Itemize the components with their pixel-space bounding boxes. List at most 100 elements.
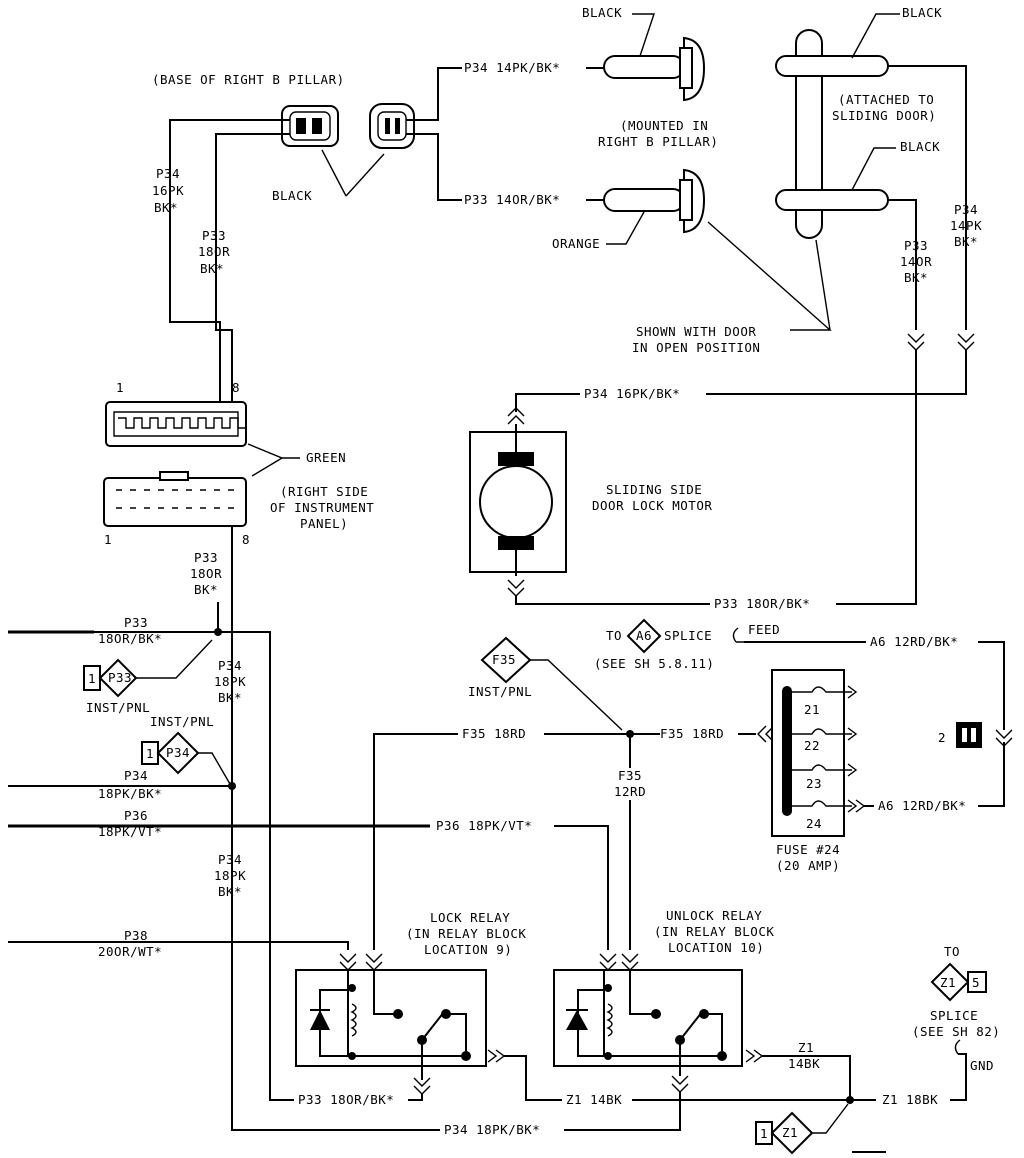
label-z1-mid-wire: Z1 14BK <box>566 1092 622 1107</box>
inline-connector-a6 <box>995 729 1013 747</box>
label-p36-left-b: 18PK/VT* <box>98 824 162 839</box>
label-conn-p34: P34 <box>166 745 190 760</box>
label-p33-left-wire-b: 18OR/BK* <box>98 631 162 646</box>
label-mounted-1: (MOUNTED IN <box>620 118 708 133</box>
leader-orange-pin <box>606 211 645 245</box>
label-p34-right-c: BK* <box>954 234 978 249</box>
connector-2-pin-block <box>956 722 982 748</box>
label-motor-2: DOOR LOCK MOTOR <box>592 498 712 513</box>
wire-p34-right <box>888 65 967 330</box>
label-p36-wire: P36 18PK/VT* <box>436 818 532 833</box>
label-pin8-top: 8 <box>232 380 240 395</box>
label-splice-z1-2: (SEE SH 82) <box>912 1024 1000 1039</box>
wire-f35-18rd <box>373 733 756 950</box>
inline-connector-lock-f35 <box>365 953 383 971</box>
label-f35-diamond: F35 <box>492 652 516 667</box>
label-conn-p33: P33 <box>108 670 132 685</box>
feed-break-mark <box>732 627 744 643</box>
label-p34-left-c: BK* <box>154 200 178 215</box>
instrument-panel-connector-lower <box>103 471 247 527</box>
label-a6-top-wire: A6 12RD/BK* <box>870 634 958 649</box>
inline-connector-p34-right <box>957 333 975 351</box>
label-z1-diamond: Z1 <box>940 975 956 990</box>
wire-p38 <box>8 941 349 950</box>
inline-connector-lock-p38 <box>339 953 357 971</box>
wire-p34-motor <box>515 350 967 412</box>
sliding-door-contact-assembly <box>775 29 889 239</box>
wire-p36-to-unlock <box>554 825 609 950</box>
label-orange-pin: ORANGE <box>552 236 600 251</box>
leader-black-slide-mid <box>851 147 896 191</box>
label-a6-bot-wire: A6 12RD/BK* <box>878 798 966 813</box>
label-p34-low-b: 18PK <box>214 868 246 883</box>
label-base-right-b-pillar: (BASE OF RIGHT B PILLAR) <box>152 72 345 87</box>
gnd-break-mark <box>954 1039 961 1055</box>
wire-p33-left <box>215 133 290 402</box>
label-green: GREEN <box>306 450 346 465</box>
wire-unlock-out <box>762 1055 851 1100</box>
label-fuse-22: 22 <box>804 738 820 753</box>
label-p34-mid-a: P34 <box>218 658 242 673</box>
label-inst-pnl-3: INST/PNL <box>468 684 532 699</box>
wire-a6-top <box>744 641 1005 730</box>
label-shown-1: SHOWN WITH DOOR <box>636 324 756 339</box>
label-p34-motor-wire: P34 16PK/BK* <box>584 386 680 401</box>
splice-p34 <box>228 782 236 790</box>
label-see-sh: (SEE SH 5.8.11) <box>594 656 714 671</box>
inline-connector-p33-right <box>907 333 925 351</box>
label-conn-1-a: 1 <box>88 671 96 686</box>
leader-p34-conn <box>198 752 231 785</box>
inline-connector-unlock-bot <box>671 1075 689 1093</box>
label-p33-left-c: BK* <box>200 261 224 276</box>
label-p33-top-wire: P33 14OR/BK* <box>464 192 560 207</box>
splice-z1 <box>846 1096 854 1104</box>
label-z1-b: 14BK <box>788 1056 820 1071</box>
inline-connector-lock-bot <box>413 1077 431 1095</box>
label-fuse-23: 23 <box>806 776 822 791</box>
leader-black-pin-top <box>632 13 655 57</box>
label-p33-mid-b: 18OR <box>190 566 222 581</box>
label-z1-conn-1: 1 <box>760 1126 768 1141</box>
label-p33-right-a: P33 <box>904 238 928 253</box>
connector-p33-inst-panel <box>83 658 138 698</box>
leader-green <box>247 443 300 477</box>
label-pin1-bot: 1 <box>104 532 112 547</box>
label-conn-1-b: 1 <box>146 746 154 761</box>
label-p38-a: P38 <box>124 928 148 943</box>
label-fuse-21: 21 <box>804 702 820 717</box>
fuse-block <box>771 669 866 837</box>
connector-z1-splice <box>930 962 987 1002</box>
label-p36-left-a: P36 <box>124 808 148 823</box>
pillar-connector-left <box>281 105 339 147</box>
connector-a6-splice <box>626 618 662 654</box>
label-to-splice: TO <box>606 628 622 643</box>
label-z1-conn: Z1 <box>782 1125 798 1140</box>
label-panel-1: (RIGHT SIDE <box>280 484 368 499</box>
leader-shown-open <box>707 221 832 331</box>
label-p34-left-a: P34 <box>156 166 180 181</box>
label-feed: FEED <box>748 622 780 637</box>
instrument-panel-connector-upper <box>105 401 247 447</box>
label-p33-mid-c: BK* <box>194 582 218 597</box>
label-panel-3: PANEL) <box>300 516 348 531</box>
label-p34-left-wire-a: P34 <box>124 768 148 783</box>
label-panel-2: OF INSTRUMENT <box>270 500 374 515</box>
inline-connector-unlock-out <box>745 1049 764 1063</box>
wire-p34-main <box>231 556 440 1131</box>
label-fuse-1: FUSE #24 <box>776 842 840 857</box>
label-black-slide-top: BLACK <box>902 5 942 20</box>
label-to-z1: TO <box>944 944 960 959</box>
wire-p33-motor <box>515 350 917 605</box>
label-p34-left-wire-b: 18PK/BK* <box>98 786 162 801</box>
label-black-connector: BLACK <box>272 188 312 203</box>
leader-black-connector <box>321 149 385 197</box>
label-fuse-24: 24 <box>806 816 822 831</box>
label-p33-left-wire-a: P33 <box>124 615 148 630</box>
sliding-side-door-lock-motor <box>469 424 567 576</box>
wire-unlock-p34 <box>564 1092 681 1131</box>
label-f35-vert-a: F35 <box>618 768 642 783</box>
label-lock-relay-3: LOCATION 9) <box>424 942 512 957</box>
label-p34-bottom-wire: P34 18PK/BK* <box>444 1122 540 1137</box>
splice-p33 <box>214 628 222 636</box>
